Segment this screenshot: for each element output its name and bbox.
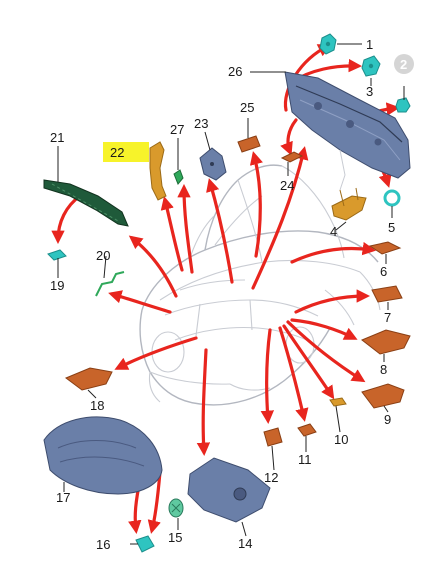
arrow-to-12	[260, 328, 275, 425]
part-8-pad	[361, 329, 411, 355]
callout-4: 4	[330, 224, 337, 239]
arrow-to-26-body	[251, 146, 309, 290]
part-15-grommet	[168, 498, 184, 518]
callout-10: 10	[334, 432, 348, 447]
callout-18: 18	[90, 398, 104, 413]
part-1-clip	[319, 33, 337, 55]
part-17-shield	[43, 416, 163, 495]
arrow-to-8	[290, 318, 358, 340]
callout-15: 15	[168, 530, 182, 545]
leader-lines	[57, 43, 405, 545]
callout-17: 17	[56, 490, 70, 505]
part-10-clip	[329, 397, 347, 407]
arrow-to-19	[51, 194, 82, 245]
callout-labels: 1 2 3 4 5 6 7 8 9 10 11 12 14 15 16 17 1…	[50, 37, 414, 552]
arrow-to-27	[177, 183, 194, 274]
arrow-to-24	[280, 118, 298, 156]
part-14-panel	[187, 457, 271, 523]
part-19-clip	[47, 249, 67, 261]
part-23-bracket	[199, 147, 227, 181]
part-4-bracket	[331, 187, 367, 221]
part-5-ring	[383, 189, 401, 207]
part-22-bracket	[149, 141, 167, 201]
arrow-to-6	[290, 241, 376, 264]
part-3-clip	[361, 55, 381, 77]
callout-12: 12	[264, 470, 278, 485]
callout-8: 8	[380, 362, 387, 377]
part-9-pad	[361, 383, 405, 409]
part-21-strip	[43, 179, 129, 227]
callout-7: 7	[384, 310, 391, 325]
callout-24: 24	[280, 178, 294, 193]
callout-3: 3	[366, 84, 373, 99]
callout-19: 19	[50, 278, 64, 293]
callout-6: 6	[380, 264, 387, 279]
callout-22: 22	[110, 145, 124, 160]
part-25-block	[237, 135, 261, 153]
arrow-to-11	[278, 326, 309, 422]
arrow-to-22	[160, 196, 184, 272]
callout-2-badge	[394, 54, 414, 74]
part-24-pad	[280, 151, 304, 163]
arrow-to-20	[108, 290, 172, 314]
callout-21: 21	[50, 130, 64, 145]
callout-9: 9	[384, 412, 391, 427]
callout-20: 20	[96, 248, 110, 263]
callout-16: 16	[96, 537, 110, 552]
part-16-clip	[135, 535, 155, 553]
callout-25: 25	[240, 100, 254, 115]
callout-11: 11	[298, 452, 312, 467]
part-20-wire	[95, 271, 125, 297]
callout-1: 1	[366, 37, 373, 52]
arrow-to-18	[114, 336, 198, 370]
arrow-to-21	[128, 235, 178, 298]
part-27-clip	[173, 169, 184, 185]
arrow-to-9	[286, 320, 366, 383]
callout-27: 27	[170, 122, 184, 137]
part-6-pad	[368, 241, 402, 255]
part-2-clip	[395, 97, 411, 113]
arrow-to-10	[282, 324, 335, 400]
arrow-to-14	[196, 348, 211, 457]
part-11-pad	[297, 423, 317, 437]
callout-14: 14	[238, 536, 252, 551]
part-12-block	[263, 427, 283, 447]
callout-22-highlight	[103, 142, 149, 162]
arrow-to-23	[206, 178, 234, 284]
arrow-to-7	[294, 289, 371, 314]
part-7-pad	[371, 285, 403, 303]
arrow-to-25	[249, 151, 263, 258]
part-26-panel	[284, 71, 411, 191]
callout-5: 5	[388, 220, 395, 235]
callout-2: 2	[400, 57, 407, 72]
callout-26: 26	[228, 64, 242, 79]
callout-23: 23	[194, 116, 208, 131]
part-18-pad	[65, 367, 113, 391]
